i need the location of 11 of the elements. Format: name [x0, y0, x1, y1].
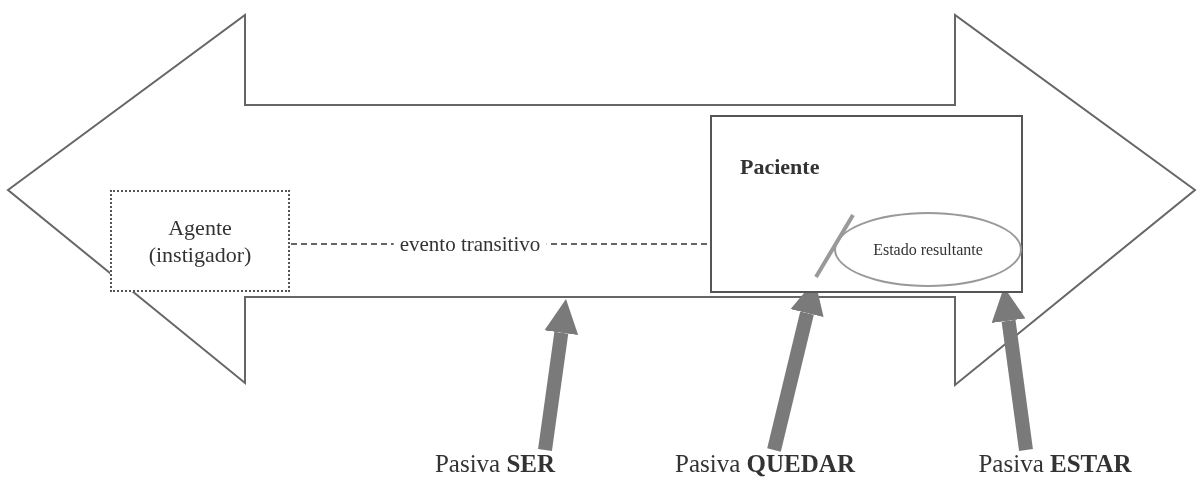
dotted-box [110, 190, 290, 292]
slash-mark [812, 212, 857, 280]
process-box [710, 115, 1023, 293]
passive-label: Pasiva ESTAR [925, 450, 1185, 490]
passive-label: Pasiva SER [415, 450, 575, 490]
passive-label: Pasiva QUEDAR [640, 450, 890, 490]
ellipse-text: Estado resultante [873, 239, 983, 260]
block-arrow [538, 299, 579, 451]
ellipse [834, 212, 1022, 287]
box-text: Agente (instigador) [147, 213, 253, 269]
box-title: Paciente [740, 153, 820, 181]
